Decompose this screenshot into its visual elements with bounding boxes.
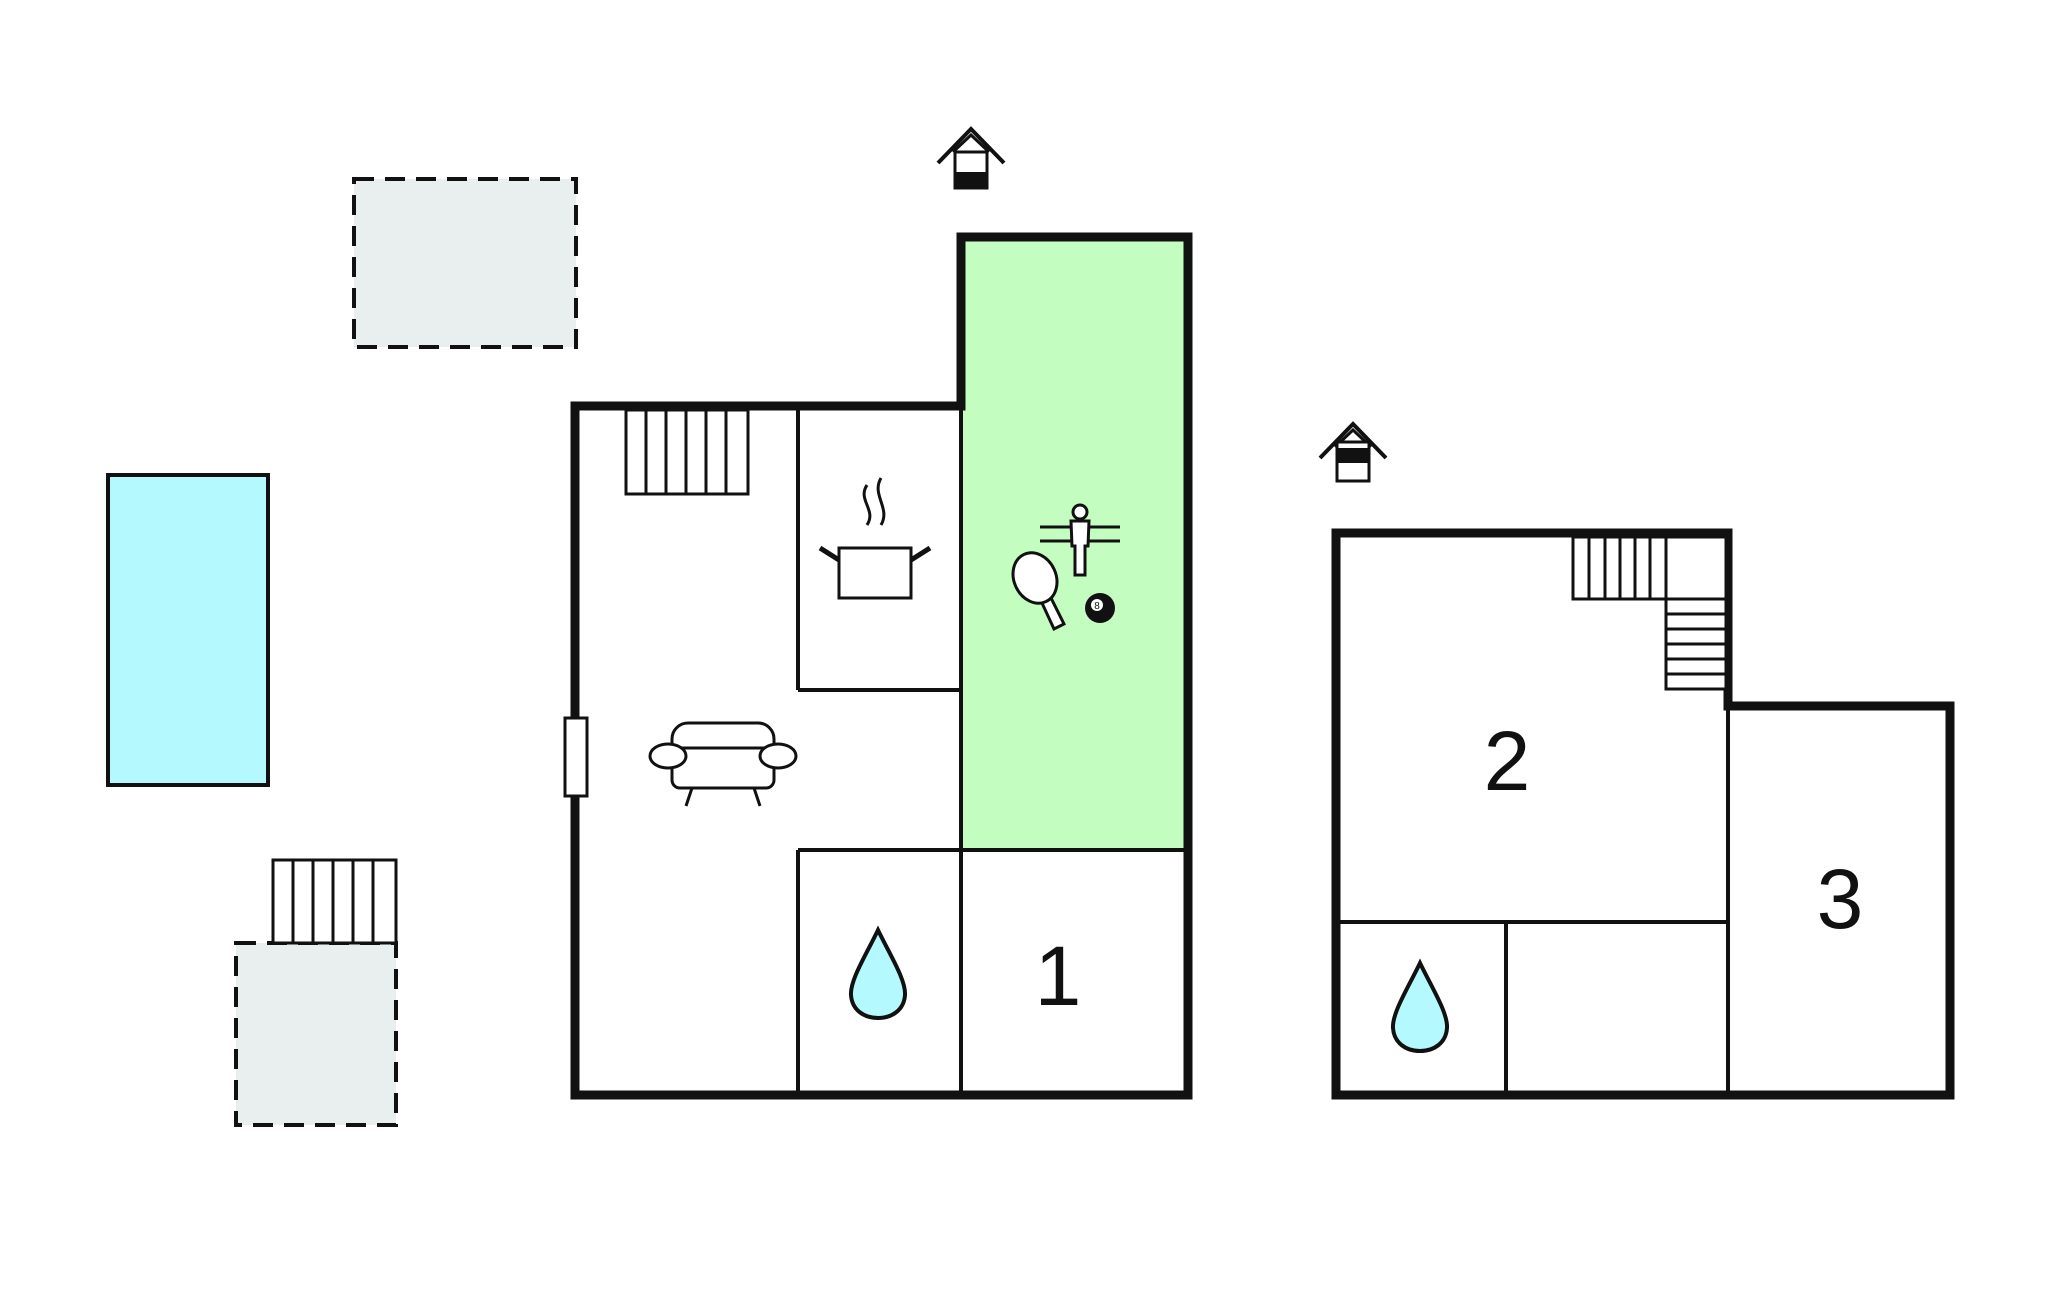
terrace-top (352, 177, 578, 349)
room-number-3: 3 (1817, 852, 1864, 946)
billiard-8-ball-icon: 8 (1085, 593, 1115, 623)
pool (106, 473, 270, 787)
ping-pong-paddle-icon (1011, 551, 1067, 632)
water-drop-icon (1390, 958, 1450, 1054)
upper-floor: 2 3 (1318, 421, 1955, 1100)
house-entrance-icon (1318, 421, 1388, 483)
fireplace-icon (563, 716, 589, 798)
room-number-2: 2 (1484, 714, 1531, 808)
terrace-bottom (234, 941, 398, 1127)
sofa-icon (648, 721, 798, 807)
foosball-player-icon (1040, 503, 1120, 577)
ground-floor: 8 1 (563, 126, 1193, 1100)
billiard-ball-number: 8 (1094, 601, 1100, 612)
stairs-icon (1571, 535, 1728, 691)
room-number-1: 1 (1035, 929, 1082, 1023)
cooking-pot-icon (818, 477, 932, 600)
stairs-icon (624, 408, 750, 496)
stairs-icon (271, 858, 398, 945)
upper-floor-outer-wall (1331, 528, 1955, 1100)
house-entrance-icon (936, 126, 1006, 190)
water-drop-icon (848, 925, 908, 1021)
